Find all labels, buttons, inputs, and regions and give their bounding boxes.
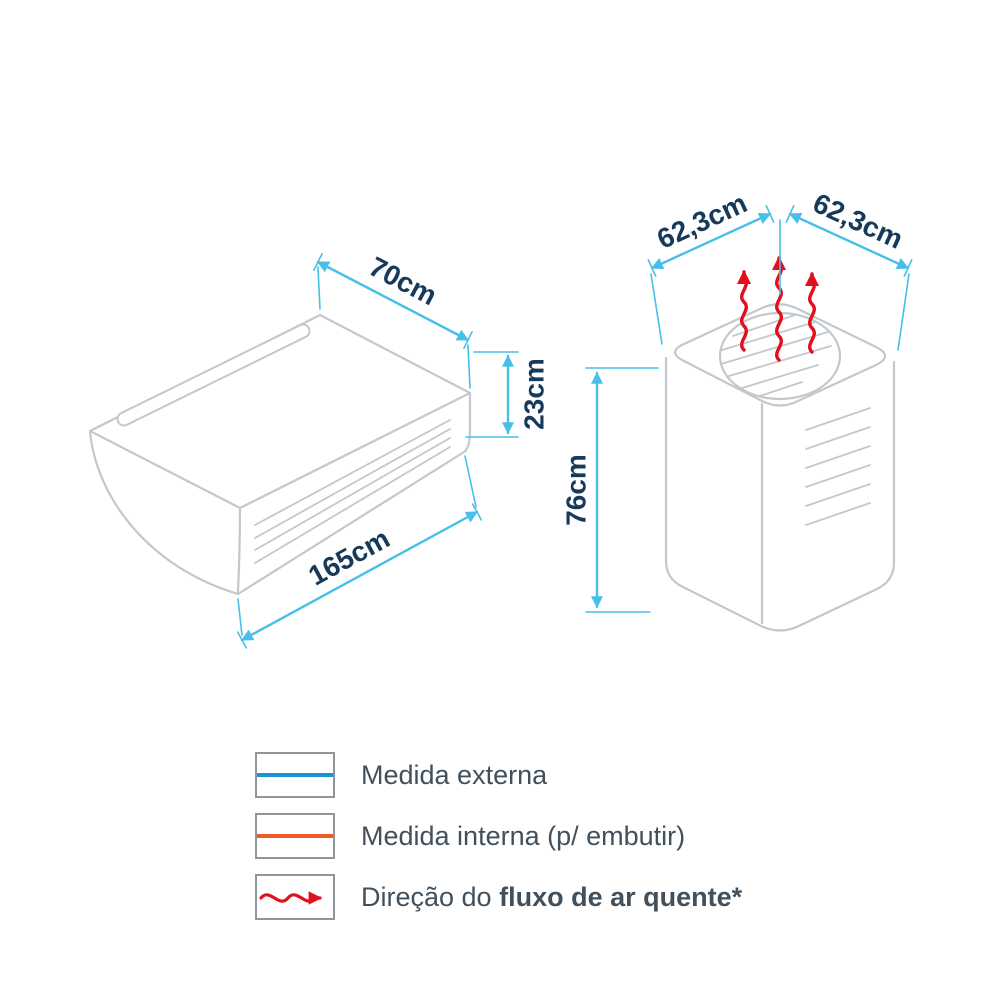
- fan-grille: [718, 311, 842, 401]
- external-measure-symbol: [255, 752, 335, 798]
- airflow-text-bold: fluxo de ar quente*: [499, 881, 743, 912]
- airflow-text-prefix: Direção do: [361, 881, 500, 912]
- airflow-wavy-arrow-icon: [259, 891, 323, 905]
- indoor-unit-top-face-front-edge: [238, 391, 472, 510]
- airflow-symbol: [255, 874, 335, 920]
- legend-item-internal-measure: Medida interna (p/ embutir): [255, 813, 742, 859]
- indoor-unit-drawing: [88, 313, 472, 596]
- external-measure-text: Medida externa: [361, 759, 548, 790]
- indoor-height-dimension: 23cm: [465, 351, 550, 438]
- hot-air-flow-arrows: [736, 255, 820, 362]
- outdoor-height-dimension: 76cm: [561, 367, 659, 613]
- hot-air-arrow-icon: [771, 255, 787, 362]
- outdoor-height-label: 76cm: [561, 454, 592, 526]
- hot-air-arrow-icon: [736, 269, 752, 352]
- outdoor-unit-drawing: [664, 255, 896, 632]
- internal-measure-text: Medida interna (p/ embutir): [361, 820, 686, 851]
- outdoor-unit-body: [664, 356, 896, 632]
- internal-measure-symbol: [255, 813, 335, 859]
- side-vent-slats: [805, 407, 871, 526]
- indoor-unit-top-face-left-edge: [88, 429, 242, 510]
- indoor-unit-front-left-edge: [236, 506, 242, 594]
- indoor-width-label: 70cm: [364, 251, 442, 312]
- legend-item-airflow: Direção do fluxo de ar quente*: [255, 874, 742, 920]
- indoor-unit-air-slot: [116, 323, 311, 427]
- indoor-unit-silhouette: [88, 313, 472, 596]
- legend: Medida externa Medida interna (p/ embuti…: [255, 752, 742, 920]
- legend-label-external: Medida externa: [361, 760, 547, 791]
- legend-label-internal: Medida interna (p/ embutir): [361, 821, 685, 852]
- legend-item-external-measure: Medida externa: [255, 752, 742, 798]
- indoor-height-label: 23cm: [519, 358, 550, 430]
- legend-label-airflow: Direção do fluxo de ar quente*: [361, 882, 742, 913]
- hot-air-arrow-icon: [804, 271, 820, 354]
